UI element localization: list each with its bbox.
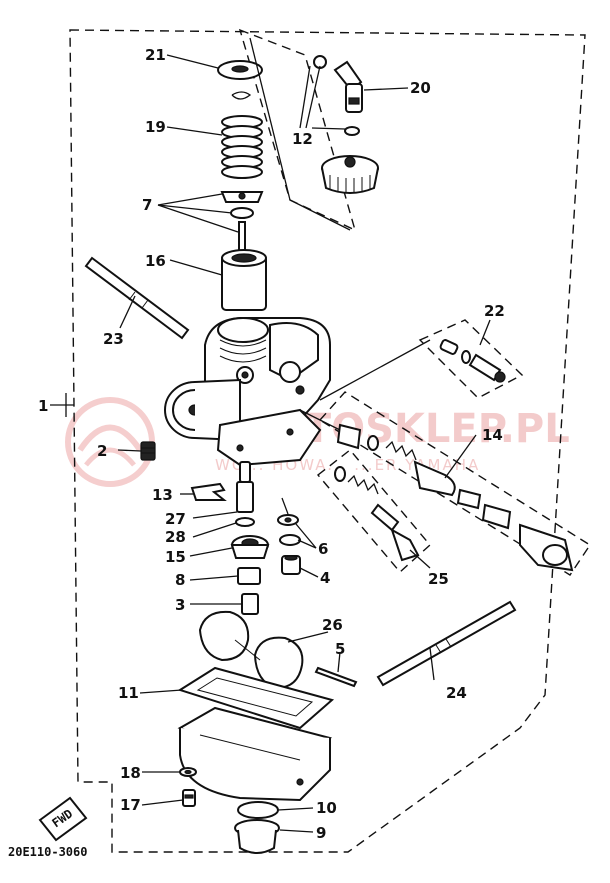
part-5-pin <box>314 666 358 688</box>
group-22-boundary <box>418 319 524 399</box>
part-16-throttle-valve <box>221 249 267 311</box>
carburetor-body <box>164 317 331 467</box>
label-24: 24 <box>446 684 467 702</box>
label-20: 20 <box>410 79 431 97</box>
jet-stack <box>230 461 270 615</box>
label-21: 21 <box>145 46 166 64</box>
part-24-drain-tube <box>376 600 517 687</box>
label-23: 23 <box>103 330 124 348</box>
group-25-boundary <box>316 449 431 574</box>
label-3: 3 <box>175 596 185 614</box>
leader-lines <box>50 37 491 833</box>
part-mixing-chamber-cap <box>321 155 379 194</box>
part-25-float-valve <box>334 466 420 562</box>
assembly-boundary <box>69 29 586 853</box>
part-20-elbow-fitting <box>333 60 363 113</box>
label-28: 28 <box>165 528 186 546</box>
label-8: 8 <box>175 571 185 589</box>
label-14: 14 <box>482 426 503 444</box>
part-26-floats <box>198 610 304 690</box>
label-22: 22 <box>484 302 505 320</box>
part-12-ring-set <box>313 55 360 136</box>
part-22-pilot-screw-set <box>439 339 506 383</box>
label-5: 5 <box>335 640 345 658</box>
float-chamber <box>177 706 332 802</box>
label-1: 1 <box>38 397 48 415</box>
part-21-washer <box>217 60 263 80</box>
part-6-washers <box>277 514 301 546</box>
label-6: 6 <box>318 540 328 558</box>
label-9: 9 <box>316 824 326 842</box>
fwd-icon: FWD <box>38 796 88 842</box>
part-17-screw <box>182 789 196 807</box>
label-26: 26 <box>322 616 343 634</box>
watermark-logo-icon <box>65 397 155 487</box>
part-18-washer <box>179 767 197 777</box>
part-9-drain-plug <box>234 819 280 854</box>
part-23-vent-tube <box>84 256 190 340</box>
label-13: 13 <box>152 486 173 504</box>
label-19: 19 <box>145 118 166 136</box>
part-10-oring <box>237 801 279 819</box>
part-14-starter-plunger-set <box>336 423 574 572</box>
label-27: 27 <box>165 510 186 528</box>
part-code: 20E110-3060 <box>8 845 87 859</box>
label-10: 10 <box>316 799 337 817</box>
part-7-needle-set <box>220 191 264 253</box>
label-25: 25 <box>428 570 449 588</box>
label-15: 15 <box>165 548 186 566</box>
label-2: 2 <box>97 442 107 460</box>
label-12: 12 <box>292 130 313 148</box>
label-7: 7 <box>142 196 152 214</box>
part-13-plate <box>190 482 227 501</box>
part-labels: 21 20 12 19 7 16 23 22 14 1 2 13 27 28 1… <box>8 46 505 859</box>
label-11: 11 <box>118 684 139 702</box>
part-2-plug <box>140 441 156 461</box>
part-4-screw <box>281 555 301 575</box>
part-19-spring <box>221 115 263 179</box>
cap-group-boundary <box>238 28 357 232</box>
label-4: 4 <box>320 569 330 587</box>
label-16: 16 <box>145 252 166 270</box>
part-11-gasket <box>177 666 335 730</box>
label-17: 17 <box>120 796 141 814</box>
label-18: 18 <box>120 764 141 782</box>
